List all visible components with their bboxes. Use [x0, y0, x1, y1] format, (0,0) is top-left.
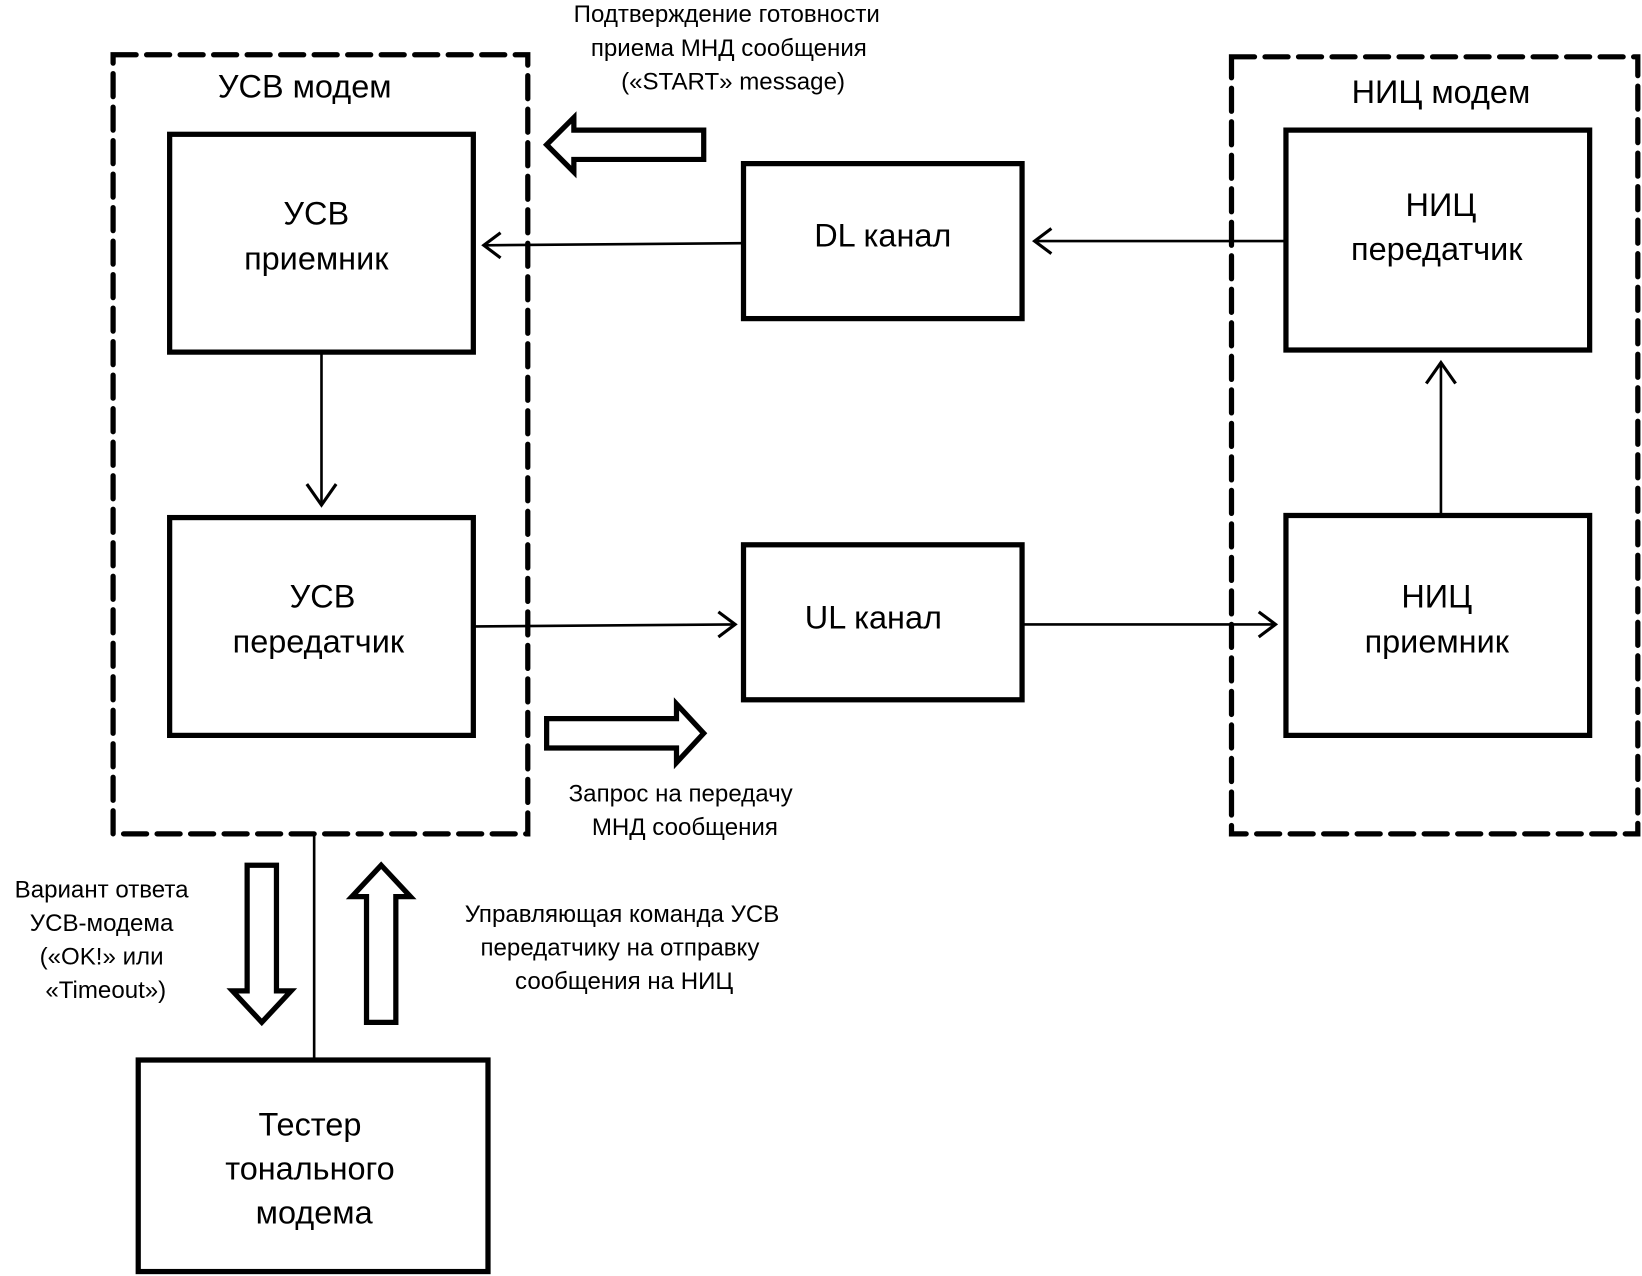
nic-receiver-line1: НИЦ — [1401, 579, 1472, 615]
nic-modem-title: НИЦ модем — [1352, 74, 1531, 110]
nic-receiver-line2: приемник — [1365, 624, 1510, 660]
ul-channel-block: UL канал — [740, 542, 1025, 703]
note-line: «Timeout») — [45, 977, 166, 1004]
usv-modem-group: УСВ модем — [110, 52, 531, 837]
arrowhead-right-icon — [717, 610, 738, 639]
usv-transmitter-line1: УСВ — [290, 579, 356, 615]
transfer-request-arrow-icon — [544, 697, 708, 770]
connector-nic-tx-to-dl — [1032, 227, 1284, 255]
dl-channel-label: DL канал — [814, 217, 951, 253]
note-line: Запрос на передачу — [569, 780, 793, 807]
note-line: Подтверждение готовности — [574, 1, 880, 28]
note-line: передатчику на отправку — [481, 934, 760, 961]
note-line: («START» message) — [621, 68, 845, 95]
nic-transmitter-line2: передатчик — [1351, 231, 1523, 267]
tester-line1: Тестер — [259, 1106, 362, 1142]
arrowhead-down-icon — [305, 483, 338, 508]
dl-channel-block: DL канал — [740, 161, 1025, 322]
nic-modem-group: НИЦ модем — [1228, 54, 1641, 837]
start-confirmation-note: Подтверждение готовности приема МНД сооб… — [574, 1, 880, 95]
connector-ul-to-nic-rx — [1024, 610, 1279, 639]
control-command-note: Управляющая команда УСВ передатчику на о… — [465, 901, 780, 995]
transfer-request-note: Запрос на передачу МНД сообщения — [569, 780, 793, 841]
ul-channel-label: UL канал — [805, 600, 942, 636]
usv-modem-boundary — [110, 52, 531, 837]
note-line: МНД сообщения — [592, 814, 778, 841]
tester-line3: модема — [256, 1194, 374, 1230]
connector-nic-rx-to-nic-tx — [1424, 359, 1457, 514]
note-line: сообщения на НИЦ — [515, 968, 733, 995]
connector-usv-rx-to-usv-tx — [305, 354, 338, 508]
usv-receiver-block: УСВ приемник — [167, 131, 476, 355]
tester-block: Тестер тонального модема — [135, 1057, 491, 1275]
arrowhead-right-icon — [1257, 610, 1279, 639]
nic-modem-boundary — [1228, 54, 1641, 837]
connector-dl-to-usv-rx — [481, 231, 742, 260]
arrowhead-left-icon — [1032, 227, 1053, 255]
arrowhead-up-icon — [1424, 359, 1457, 385]
usv-modem-title: УСВ модем — [218, 69, 392, 105]
note-line: УСВ-модема — [30, 910, 174, 937]
usv-receiver-line1: УСВ — [283, 195, 349, 231]
usv-receiver-line2: приемник — [244, 240, 389, 276]
usv-transmitter-block: УСВ передатчик — [167, 514, 476, 739]
usv-transmitter-line2: передатчик — [233, 624, 405, 660]
connector-usv-tx-to-ul — [475, 610, 738, 639]
nic-receiver-block: НИЦ приемник — [1283, 512, 1593, 739]
arrowhead-left-icon — [481, 231, 502, 260]
start-message-arrow-icon — [542, 111, 707, 179]
note-line: («OK!» или — [40, 944, 164, 971]
nic-transmitter-line1: НИЦ — [1406, 187, 1477, 223]
note-line: приема МНД сообщения — [591, 35, 867, 62]
note-line: Управляющая команда УСВ — [465, 901, 780, 928]
modem-response-note: Вариант ответа УСВ-модема («OK!» или «Ti… — [15, 877, 189, 1005]
note-line: Вариант ответа — [15, 877, 189, 904]
tester-line2: тонального — [225, 1150, 395, 1186]
nic-transmitter-block: НИЦ передатчик — [1283, 127, 1593, 353]
control-command-arrow-icon — [345, 861, 417, 1025]
modem-response-arrow-icon — [226, 862, 298, 1027]
